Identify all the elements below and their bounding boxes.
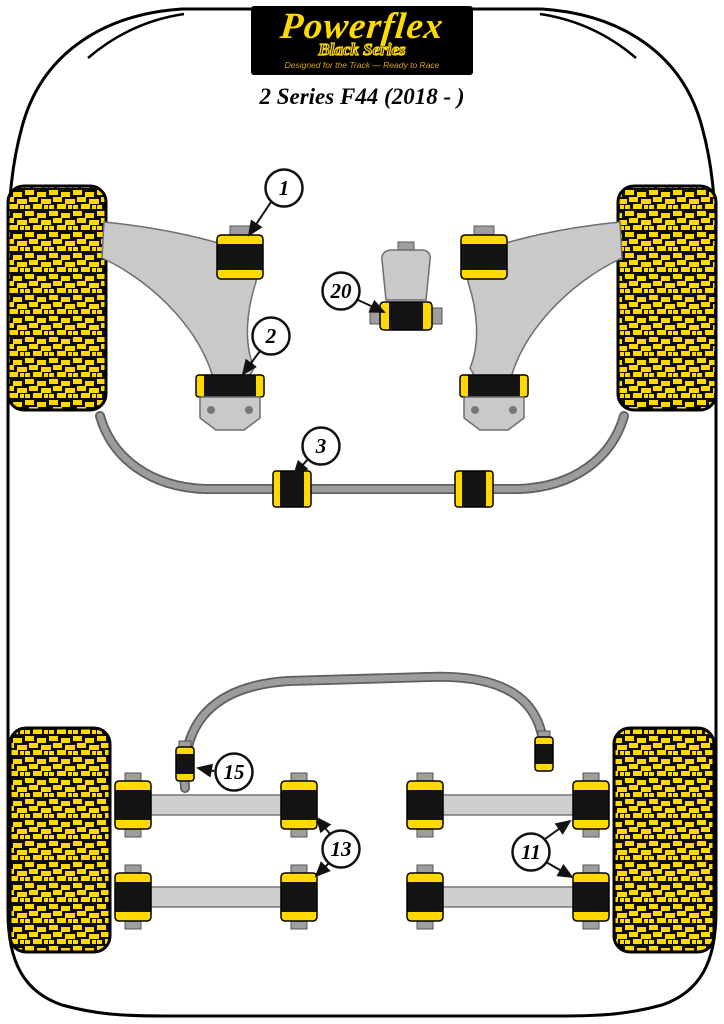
callout-circle [214,752,254,792]
callout-front-anti-roll-bar-bush: 3 [292,426,341,477]
callout-lower-engine-mount-bush: 20 [321,271,386,313]
windshield-line-left [87,12,185,59]
callout-arrow [292,458,309,477]
callout-number: 13 [331,837,352,861]
powerflex-logo: Powerflex Black Series Designed for the … [251,6,473,76]
tire-front-right [616,184,718,412]
page-title: 2 Series F44 (2018 - ) [259,84,465,109]
callout-arrow [357,299,386,313]
front-arb-bush-left [272,470,312,508]
tire-front-left [6,184,108,412]
brand-name: Powerflex [278,6,446,47]
callout-arrow [241,350,261,376]
callout-arrow [247,201,272,237]
callout-circle [321,829,361,869]
callout-arrow [315,816,332,835]
rear-anti-roll-bar [179,671,549,793]
callout-number: 20 [330,279,353,303]
callout-circle [511,832,551,872]
callout-arrow [196,763,215,778]
callout-arrow [314,861,331,878]
callout-arrow [545,861,574,878]
callout-rear-left-arm-bushes: 13 [314,816,361,878]
tire-rear-left [8,726,112,954]
front-arb-bush-right [454,470,494,508]
callout-rear-anti-roll-bar-bush: 15 [196,752,254,792]
callout-number: 3 [315,434,327,458]
callout-arrow [544,819,572,840]
callout-number: 11 [521,840,541,864]
callout-front-lower-arm-bracket: 2 [241,316,291,376]
windshield-line-right [539,12,637,59]
callout-circle [321,271,361,311]
rear-arb-bush-right [534,730,554,772]
callout-number: 2 [265,324,277,348]
callout-number: 15 [224,760,245,784]
callout-circle [301,426,341,466]
series-name: Black Series [318,40,407,60]
tire-rear-right [612,726,716,954]
lower-engine-mount [369,241,443,331]
callout-circle [251,316,291,356]
callout-layer: 1 20 2 3 15 13 11 [196,168,574,878]
rear-arb-bush-left [175,740,195,782]
car-body-outline [6,7,718,1018]
callout-rear-right-arm-bushes: 11 [511,819,574,878]
callout-front-upper-arm-bush: 1 [247,168,304,237]
front-anti-roll-bar [95,411,629,494]
logo-tagline: Designed for the Track — Ready to Race [284,60,440,71]
callout-circle [264,168,304,208]
callout-number: 1 [279,176,290,200]
